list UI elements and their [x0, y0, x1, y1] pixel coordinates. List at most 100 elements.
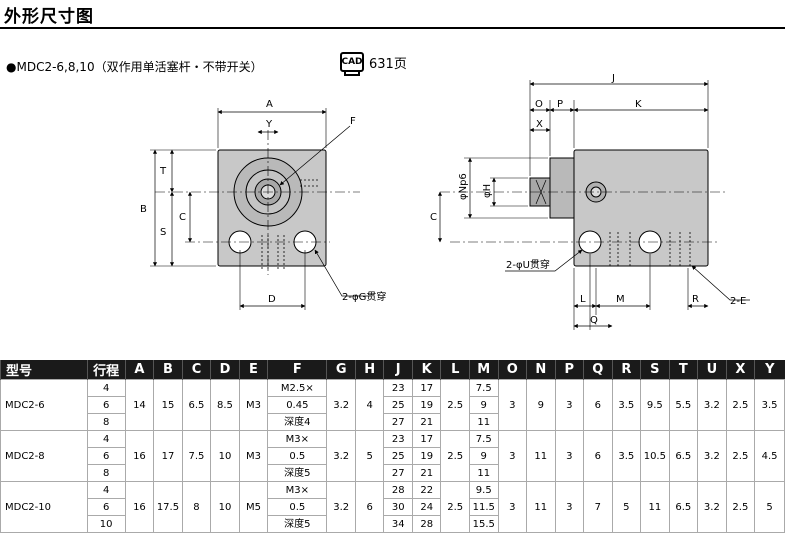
label-D: D: [268, 294, 276, 305]
cad-reference[interactable]: CAD 631页: [340, 52, 407, 76]
header-T: T: [668, 360, 698, 380]
cell-L: 2.5: [440, 481, 470, 533]
label-Y: Y: [265, 119, 273, 130]
label-Q: Q: [590, 315, 598, 326]
cell-J: 23: [383, 430, 413, 448]
cell-D: 10: [210, 430, 240, 482]
cell-F-thread: M2.5×: [267, 379, 328, 397]
cell-U: 3.2: [697, 430, 727, 482]
cell-D: 8.5: [210, 379, 240, 431]
header-F: F: [267, 360, 327, 380]
cell-E: M5: [238, 481, 269, 533]
stroke-cell: 8: [86, 464, 126, 482]
label-Np6: φNp6: [458, 173, 469, 200]
label-C-side: C: [430, 212, 437, 223]
table-row: 6 0.5 30 24 11.5: [1, 498, 785, 516]
cell-H: 6: [354, 481, 385, 533]
label-S: S: [160, 227, 166, 238]
cell-M: 11: [468, 464, 499, 482]
stroke-cell: 4: [86, 379, 126, 397]
table-row: 6 0.5 25 19 9: [1, 447, 785, 465]
stroke-cell: 6: [86, 447, 126, 465]
cell-F-depth: 深度4: [267, 413, 328, 431]
cad-page-link[interactable]: 631页: [369, 56, 407, 72]
label-B: B: [140, 204, 147, 215]
cell-S: 9.5: [640, 379, 670, 431]
drawing-subtitle: ●MDC2-6,8,10（双作用单活塞杆・不带开关）: [6, 60, 263, 74]
cell-N: 9: [526, 379, 556, 431]
cell-F-depth: 深度5: [267, 515, 328, 533]
model-name: MDC2-6: [0, 379, 88, 431]
cell-T: 6.5: [668, 481, 699, 533]
cell-S: 10.5: [640, 430, 670, 482]
cell-L: 2.5: [440, 379, 470, 431]
cell-Q: 7: [583, 481, 613, 533]
cell-Q: 6: [583, 430, 613, 482]
label-R: R: [692, 294, 699, 305]
header-E: E: [238, 360, 268, 380]
header-N: N: [526, 360, 556, 380]
cell-L: 2.5: [440, 430, 470, 482]
model-name: MDC2-8: [0, 430, 88, 482]
cell-K: 22: [411, 481, 442, 499]
header-U: U: [697, 360, 727, 380]
cell-F-thread: M3×: [267, 481, 328, 499]
cell-J: 27: [383, 413, 413, 431]
cell-M: 7.5: [468, 430, 499, 448]
cell-Y: 4.5: [754, 430, 785, 482]
header-C: C: [181, 360, 211, 380]
cell-T: 6.5: [668, 430, 699, 482]
cell-H: 4: [354, 379, 385, 431]
cell-M: 7.5: [468, 379, 499, 397]
cell-J: 23: [383, 379, 413, 397]
header-Q: Q: [583, 360, 613, 380]
cell-T: 5.5: [668, 379, 699, 431]
cell-X: 2.5: [725, 430, 756, 482]
cell-S: 11: [640, 481, 670, 533]
header-S: S: [640, 360, 670, 380]
cell-U: 3.2: [697, 379, 727, 431]
label-H: φH: [482, 184, 493, 198]
header-R: R: [611, 360, 641, 380]
cell-F-thread: M3×: [267, 430, 328, 448]
dimension-drawing: A Y F T B C S D 2-φG贯穿: [140, 73, 750, 330]
cell-X: 2.5: [725, 481, 756, 533]
cell-G: 3.2: [326, 430, 356, 482]
page-title: 外形尺寸图: [4, 7, 94, 27]
label-J: J: [611, 73, 615, 84]
cell-R: 3.5: [611, 430, 642, 482]
header-P: P: [554, 360, 584, 380]
cell-F-pitch: 0.45: [267, 396, 328, 414]
cell-K: 19: [411, 447, 442, 465]
cell-Y: 3.5: [754, 379, 785, 431]
cell-M: 15.5: [468, 515, 499, 533]
label-G: 2-φG贯穿: [342, 290, 386, 303]
cell-B: 15: [153, 379, 183, 431]
cell-A: 16: [124, 430, 155, 482]
table-header-row: 型号 行程 A B C D E F G H J K L M O N P Q R …: [0, 360, 785, 380]
cell-O: 3: [497, 379, 528, 431]
header-O: O: [497, 360, 527, 380]
cell-M: 9.5: [468, 481, 499, 499]
table-row: 8 深度5 27 21 11: [1, 464, 785, 482]
table-row: 10 深度5 34 28 15.5: [1, 515, 785, 533]
cell-K: 28: [411, 515, 442, 533]
stroke-cell: 10: [86, 515, 126, 533]
cell-N: 11: [526, 430, 556, 482]
cell-G: 3.2: [326, 379, 356, 431]
table-row: MDC2-6 4 14 15 6.5 8.5 M3 M2.5× 3.2 4 23…: [0, 379, 785, 431]
header-model: 型号: [0, 360, 88, 380]
label-O: O: [535, 99, 543, 110]
cell-C: 6.5: [181, 379, 212, 431]
cell-P: 3: [554, 379, 585, 431]
header-A: A: [124, 360, 154, 380]
cell-B: 17: [153, 430, 183, 482]
cell-F-depth: 深度5: [267, 464, 328, 482]
cell-P: 3: [554, 481, 585, 533]
cell-K: 21: [411, 464, 442, 482]
cell-H: 5: [354, 430, 385, 482]
header-Y: Y: [754, 360, 785, 380]
cell-J: 25: [383, 396, 413, 414]
cell-Y: 5: [754, 481, 785, 533]
label-T: T: [159, 166, 167, 177]
